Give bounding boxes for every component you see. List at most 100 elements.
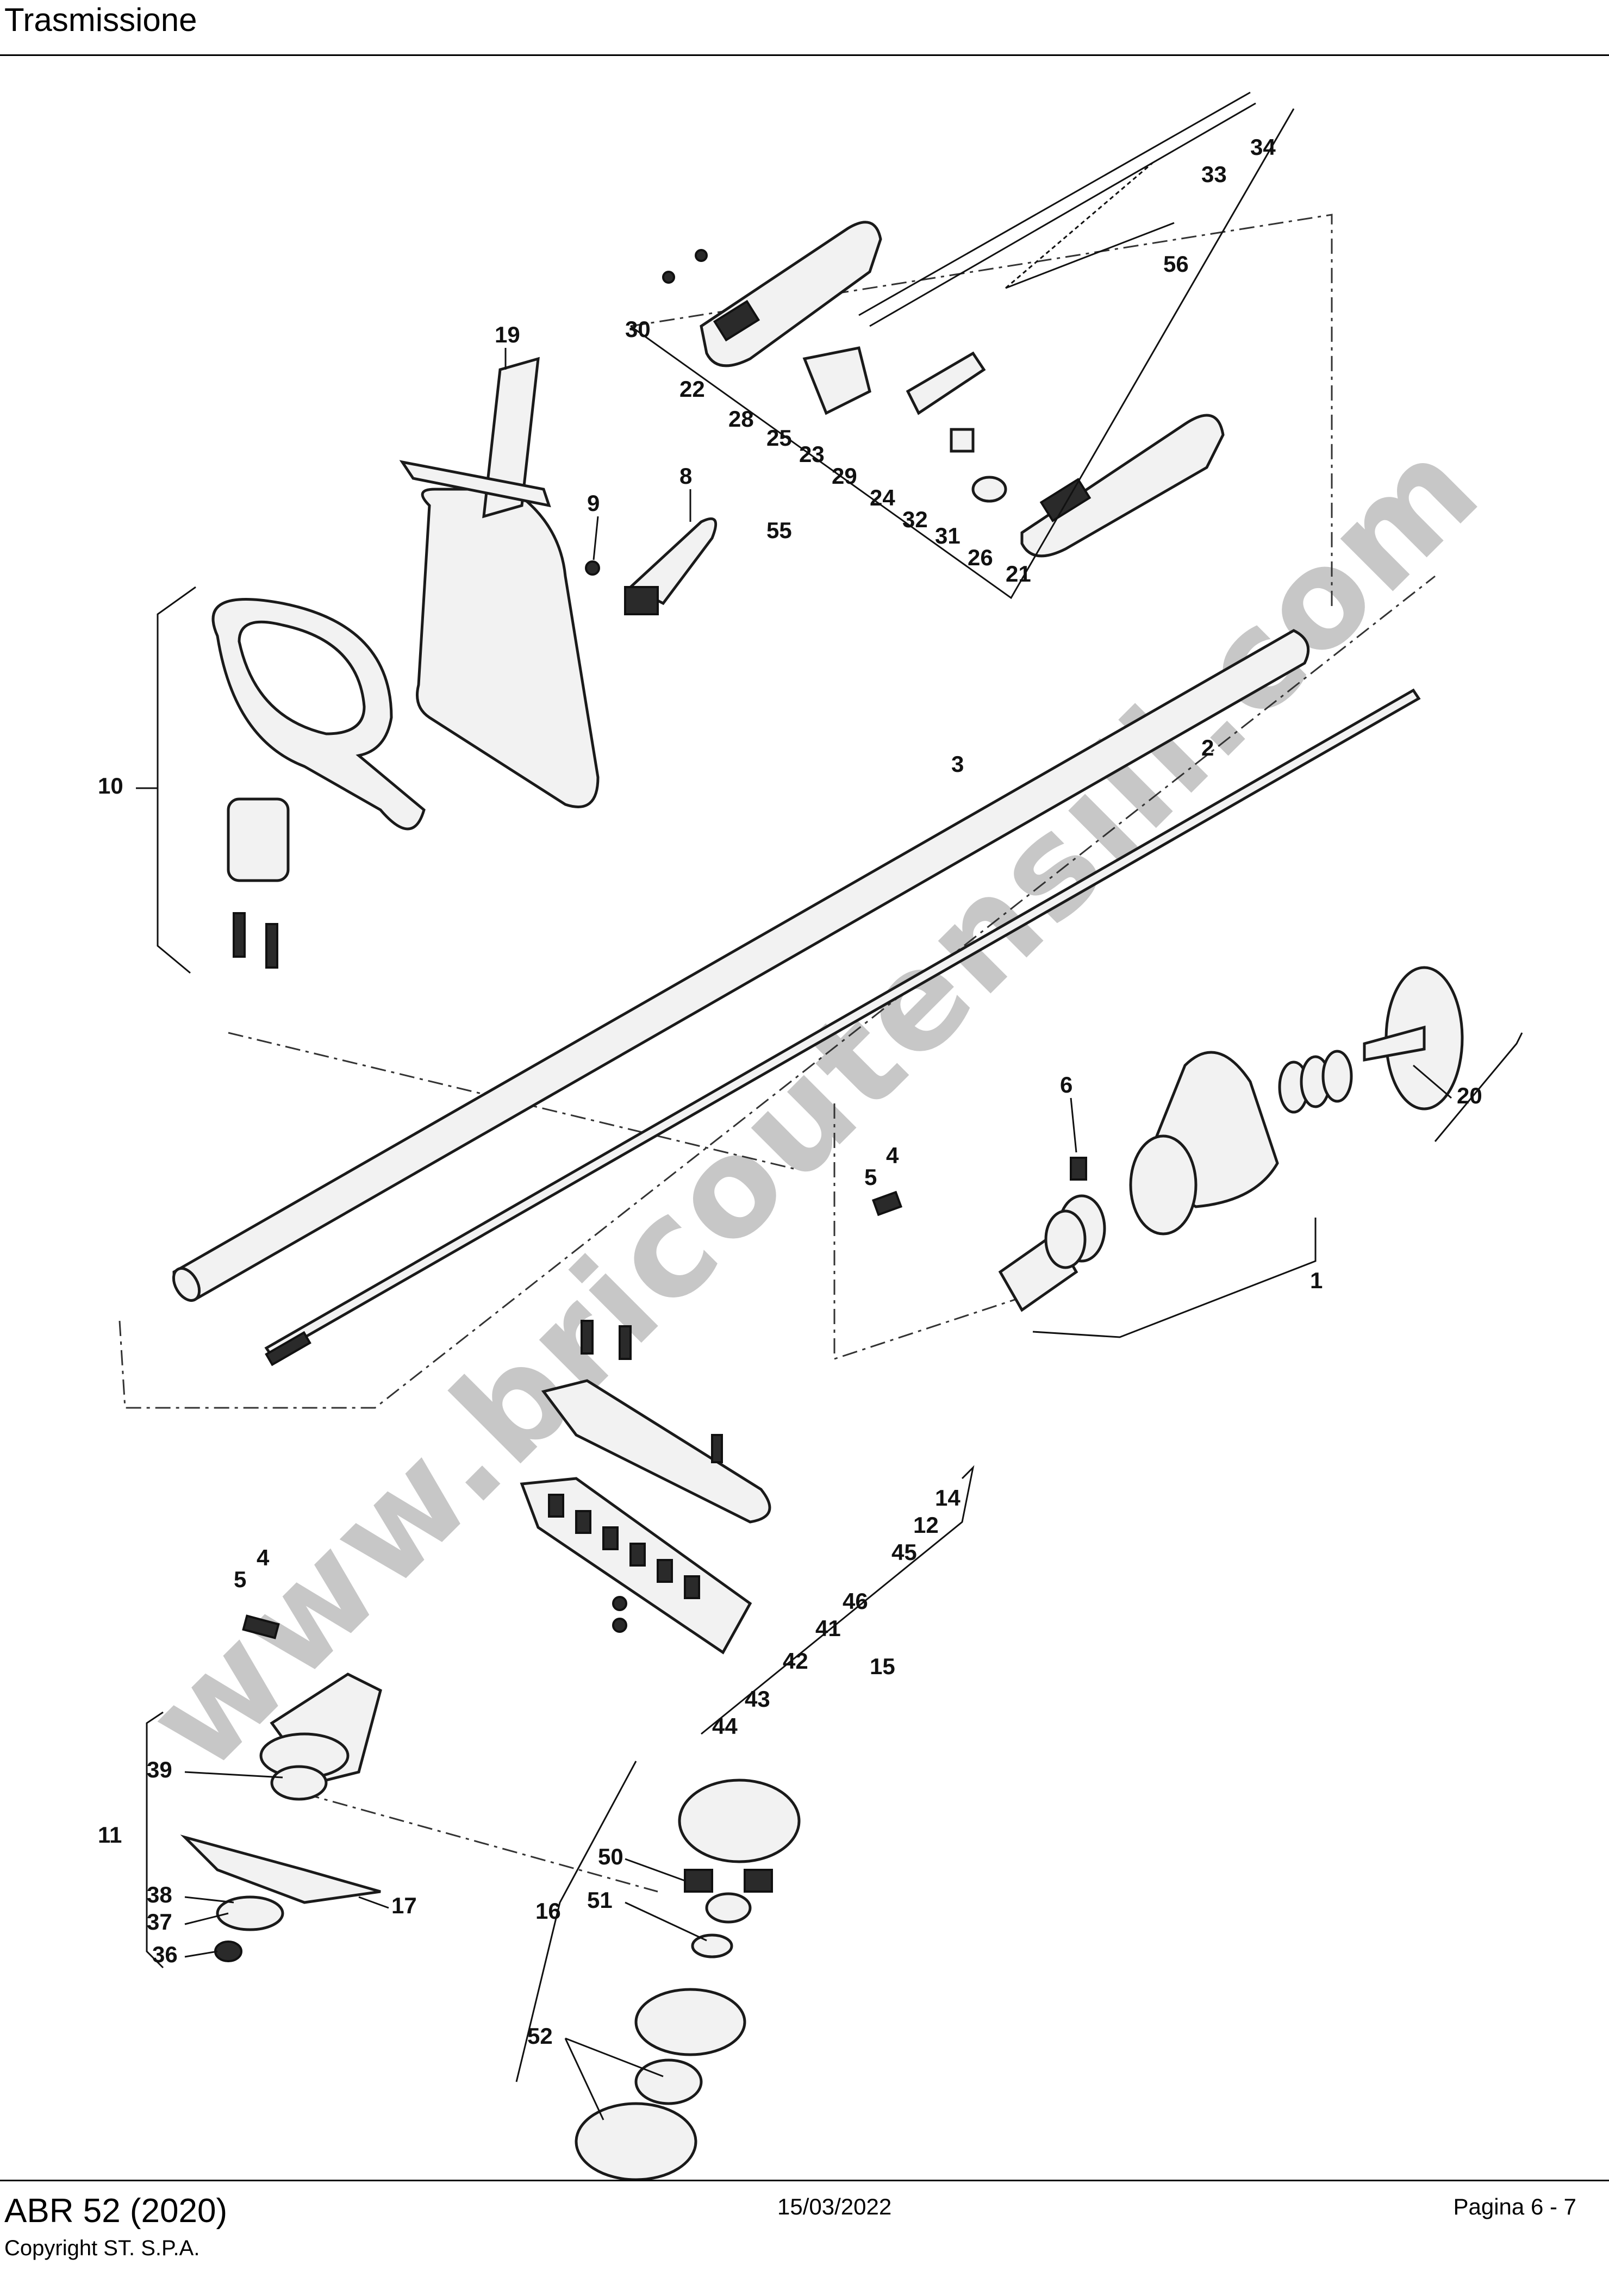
callout-51: 51	[587, 1887, 613, 1913]
callout-33: 33	[1201, 161, 1227, 187]
screw-part-9	[585, 560, 600, 576]
trigger-part-23	[906, 351, 986, 415]
callout-4a: 4	[886, 1143, 899, 1168]
callout-5b: 5	[234, 1567, 246, 1592]
bearing-rings	[1278, 1050, 1353, 1114]
callout-41: 41	[815, 1615, 841, 1641]
engine-flange-part-20	[1363, 966, 1464, 1110]
clutch-housing-part	[1129, 1051, 1279, 1236]
footer-copyright: Copyright ST. S.P.A.	[4, 2236, 200, 2260]
group-bracket-20	[1434, 1032, 1523, 1142]
callout-15: 15	[870, 1654, 895, 1679]
loop-handle-part-10	[211, 598, 426, 969]
callout-55: 55	[766, 517, 792, 543]
screw-part-43	[612, 1596, 627, 1611]
clip-part-32	[950, 428, 975, 453]
nut-part-36	[214, 1941, 242, 1962]
callout-11: 11	[98, 1822, 122, 1848]
callout-24: 24	[870, 485, 895, 510]
callout-8: 8	[679, 463, 692, 489]
callout-52: 52	[527, 2023, 553, 2049]
callout-4b: 4	[257, 1545, 270, 1570]
callout-22: 22	[679, 376, 705, 402]
header-divider	[0, 54, 1609, 56]
callout-28: 28	[728, 406, 754, 432]
blade-alignment-line	[304, 1793, 658, 1893]
group-bracket-56	[1005, 222, 1175, 289]
cup-part-37	[216, 1895, 284, 1931]
group-bracket-11	[146, 1711, 164, 1969]
group-bracket-55	[630, 108, 1295, 600]
callouts: 1 2 3 4 5 6 8 9 10 19 20 21 22 23 24 25 …	[98, 134, 1482, 2049]
screw-part-44	[612, 1618, 627, 1633]
callout-leaders	[184, 348, 1452, 2120]
callout-2: 2	[1201, 735, 1214, 760]
gearbox-assembly-box	[833, 1103, 1017, 1361]
callout-16: 16	[535, 1898, 561, 1924]
spring-part-51	[691, 1933, 733, 1958]
callout-20: 20	[1457, 1083, 1482, 1108]
callout-12: 12	[913, 1512, 939, 1538]
callout-1: 1	[1310, 1268, 1323, 1293]
ring-part-26	[971, 476, 1007, 503]
callout-34: 34	[1250, 134, 1276, 160]
callout-23: 23	[799, 441, 825, 467]
callout-44: 44	[712, 1713, 738, 1739]
trimmer-head-part-16	[575, 1779, 801, 2181]
screw-part-14	[581, 1320, 594, 1355]
screw-part-6	[1070, 1157, 1087, 1181]
group-bracket-15	[701, 1465, 975, 1735]
callout-10: 10	[98, 773, 123, 798]
blade-part-17	[180, 1835, 381, 1904]
footer-date: 15/03/2022	[777, 2194, 892, 2219]
shaft-alignment-line	[228, 1032, 794, 1170]
callout-3: 3	[951, 751, 964, 777]
callout-25: 25	[766, 425, 792, 451]
callout-46: 46	[843, 1588, 868, 1614]
callout-21: 21	[1006, 561, 1031, 587]
footer-model: ABR 52 (2020)	[4, 2192, 228, 2230]
group-bracket-10	[157, 586, 196, 974]
page-title: Trasmissione	[4, 2, 197, 38]
screw-part-30	[662, 271, 675, 284]
screw-part-45	[711, 1434, 723, 1463]
throttle-cable-34	[869, 102, 1256, 327]
footer-page-number: Pagina 6 - 7	[1453, 2194, 1577, 2219]
callout-42: 42	[783, 1648, 808, 1674]
handle-assembly-box	[630, 214, 1333, 609]
tube-part-3	[172, 629, 1310, 1302]
callout-56: 56	[1163, 251, 1189, 277]
bracket-part-25	[802, 346, 871, 415]
callout-6: 6	[1060, 1072, 1072, 1097]
adapter-sleeve	[998, 1194, 1106, 1312]
callout-36: 36	[152, 1942, 178, 1967]
throttle-cable-33	[858, 91, 1251, 316]
group-bracket-1	[1032, 1218, 1317, 1338]
drive-shaft-part-2	[264, 688, 1421, 1367]
clamp-part-8	[624, 586, 659, 615]
callout-37: 37	[147, 1909, 172, 1935]
guard-teeth	[548, 1494, 700, 1599]
bracket-part-8	[628, 517, 718, 606]
spool-part-52	[634, 2058, 703, 2105]
callout-5a: 5	[864, 1164, 877, 1190]
washer-part-39	[270, 1765, 328, 1801]
callout-26: 26	[968, 545, 993, 570]
callout-43: 43	[745, 1686, 770, 1712]
screw-part-5	[871, 1190, 903, 1216]
callout-45: 45	[891, 1539, 917, 1565]
eyelet-part-50	[684, 1869, 713, 1893]
handle-part-21	[1020, 414, 1225, 558]
shoulder-guard-part-19	[399, 357, 600, 808]
callout-19: 19	[495, 322, 520, 347]
sheath-part-56	[1005, 162, 1153, 289]
screw-part-12	[619, 1325, 632, 1360]
callout-29: 29	[832, 463, 857, 489]
callout-39: 39	[147, 1757, 172, 1782]
callout-31: 31	[935, 523, 961, 548]
callout-32: 32	[902, 507, 928, 532]
callout-9: 9	[587, 490, 600, 516]
callout-14: 14	[935, 1485, 961, 1511]
screw-part-30b	[695, 249, 708, 262]
